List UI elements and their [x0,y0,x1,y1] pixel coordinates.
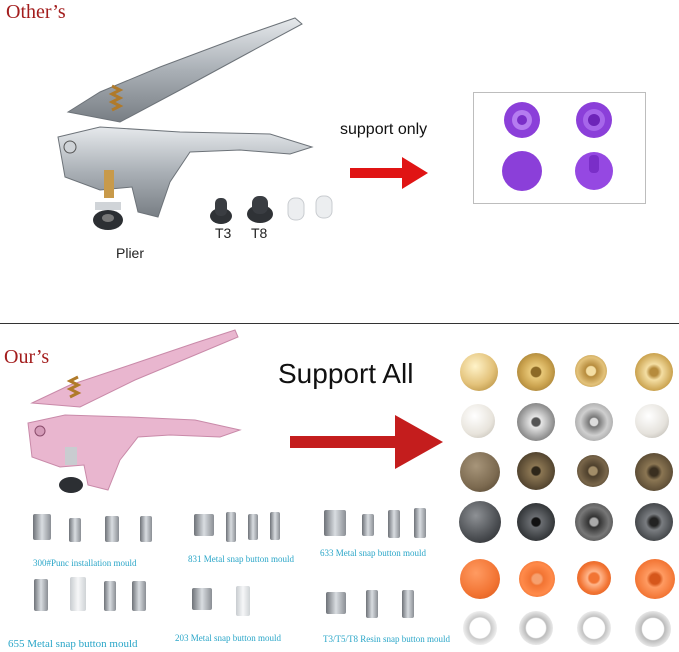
silver-socket-snap [575,403,613,441]
mould-group-655 [30,575,160,620]
mould-caption-203: 203 Metal snap button mould [175,633,281,643]
bronze-cap-snap [460,452,500,492]
red-arrow-top [350,157,428,189]
resin-snaps-box [473,92,646,204]
dies-image [210,195,333,224]
bronze-socket-snap [577,455,609,487]
orange-cap-snap [460,559,500,599]
gold-prong-snap [635,353,673,391]
gunmetal-ring-snap [517,503,555,541]
others-title: Other’s [6,1,66,23]
silver-ring-3 [577,611,611,645]
mould-group-633 [318,506,443,546]
gold-cap-snap [460,353,498,391]
silver-stud-snap [635,404,669,438]
snap-buttons-grid [449,349,679,652]
ours-title: Our’s [4,346,50,368]
gunmetal-cap-snap [459,501,501,543]
bronze-ring-snap [517,452,555,490]
mould-group-831 [188,508,293,558]
gold-socket-snap [575,355,607,387]
orange-ring-snap [519,561,555,597]
silver-ring-snap [517,403,555,441]
gunmetal-prong-snap [635,503,673,541]
silver-ring-4 [635,611,671,647]
silver-ring-2 [519,611,553,645]
mould-group-300 [25,510,165,570]
gold-ring-snap [517,353,555,391]
mould-group-203 [188,584,278,624]
support-only-text: support only [340,121,428,138]
purple-snaps-image [502,102,613,191]
mould-caption-831: 831 Metal snap button mould [188,554,294,564]
mould-group-resin [322,588,432,624]
die-label-t8: T8 [251,225,268,241]
silver-cap-snap [461,404,495,438]
bronze-prong-snap [635,453,673,491]
mould-caption-300: 300#Punc installation mould [33,558,137,568]
red-arrow-bottom [290,415,443,469]
die-label-t3: T3 [215,225,232,241]
plier-label: Plier [116,245,145,261]
support-all-text: Support All [278,358,414,389]
mould-caption-resin: T3/T5/T8 Resin snap button mould [323,634,450,644]
pink-plier-image [27,329,242,493]
section-divider [0,323,679,324]
orange-socket-snap [577,561,611,595]
silver-plier-image [57,17,314,230]
mould-caption-655: 655 Metal snap button mould [8,638,138,650]
orange-stud-snap [635,559,675,599]
silver-ring-1 [463,611,497,645]
mould-caption-633: 633 Metal snap button mould [320,548,426,558]
gunmetal-socket-snap [575,503,613,541]
